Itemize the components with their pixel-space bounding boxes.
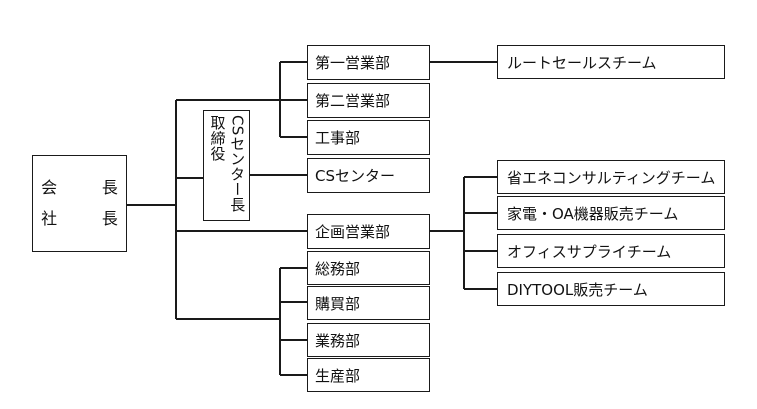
dept-construction-label: 工事部: [315, 129, 361, 147]
dept-sales1: 第一営業部: [307, 45, 430, 80]
team-appliance-oa: 家電・OA機器販売チーム: [497, 196, 725, 230]
dept-sales1-label: 第一営業部: [315, 54, 391, 72]
cs-director-title: CSセンター長: [228, 115, 247, 213]
dept-purchasing: 購買部: [307, 286, 430, 320]
dept-sales2: 第二営業部: [307, 83, 430, 118]
team-route-sales-label: ルートセールスチーム: [507, 53, 657, 72]
team-office-supply: オフィスサプライチーム: [497, 234, 725, 268]
team-energy-consulting: 省エネコンサルティングチーム: [497, 160, 725, 194]
dept-operations-label: 業務部: [315, 331, 361, 350]
cs-director-role: 取締役: [208, 115, 227, 161]
dept-planning-sales-label: 企画営業部: [315, 223, 391, 241]
chairman-president-box: 会 長 社 長: [32, 155, 127, 252]
dept-general-affairs: 総務部: [307, 251, 430, 285]
team-office-supply-label: オフィスサプライチーム: [507, 242, 672, 261]
dept-sales2-label: 第二営業部: [315, 92, 391, 110]
dept-production: 生産部: [307, 358, 430, 392]
cs-director-box: CSセンター長 取締役: [203, 110, 250, 221]
president-label: 社 長: [41, 208, 133, 228]
team-route-sales: ルートセールスチーム: [497, 45, 725, 79]
team-diytool: DIYTOOL販売チーム: [497, 272, 725, 306]
dept-purchasing-label: 購買部: [315, 294, 361, 313]
dept-operations: 業務部: [307, 323, 430, 357]
team-energy-consulting-label: 省エネコンサルティングチーム: [507, 168, 716, 187]
team-appliance-oa-label: 家電・OA機器販売チーム: [507, 204, 679, 223]
dept-production-label: 生産部: [315, 366, 361, 385]
dept-cs-center-label: CSセンター: [315, 167, 395, 185]
dept-planning-sales: 企画営業部: [307, 214, 430, 249]
team-diytool-label: DIYTOOL販売チーム: [507, 280, 648, 299]
dept-general-affairs-label: 総務部: [315, 259, 361, 278]
dept-construction: 工事部: [307, 120, 430, 155]
chairman-label: 会 長: [41, 178, 133, 198]
dept-cs-center: CSセンター: [307, 158, 430, 193]
